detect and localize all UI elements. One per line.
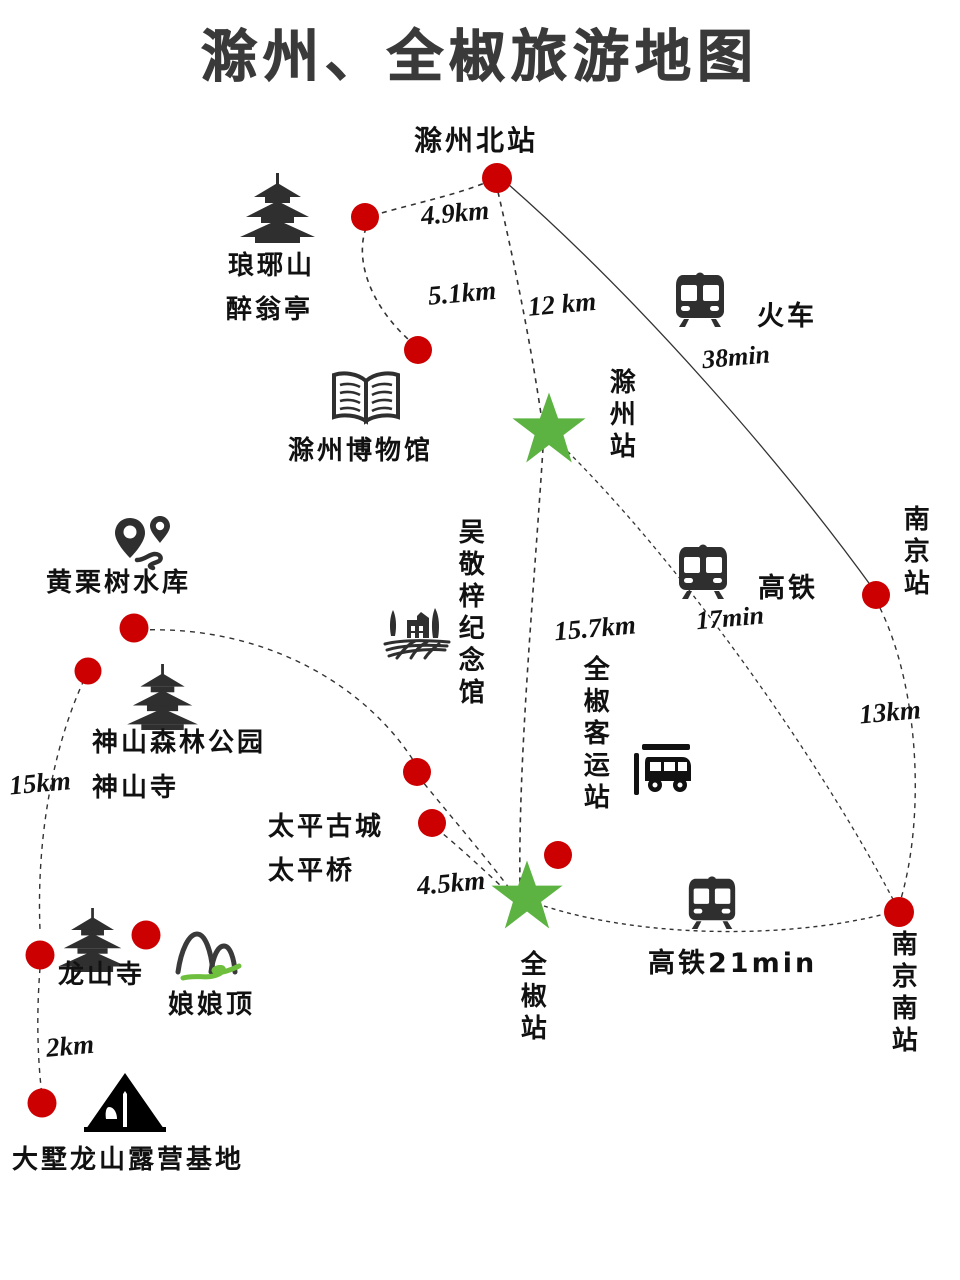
label-longshan-temple: 龙山寺 — [58, 960, 146, 990]
label-chuzhou-north-station: 滁州北站 — [414, 124, 539, 157]
label-camping-base: 大墅龙山露营基地 — [12, 1145, 245, 1175]
transport-time-hsr: 17min — [694, 600, 766, 636]
green-star-marker-quanjiao[interactable] — [490, 859, 564, 936]
green-star-icon — [491, 860, 563, 929]
label-shenshan-forest-park: 神山森林公园 — [92, 728, 267, 758]
taiping-dot-b[interactable] — [418, 809, 446, 837]
label-niangniangding: 娘娘顶 — [168, 990, 256, 1020]
label-wujingzi-memorial: 吴敬梓纪念馆 — [454, 518, 485, 710]
distance-label-2km: 2km — [44, 1028, 96, 1063]
transport-time-train: 38min — [700, 339, 772, 375]
train-front-icon-train — [671, 269, 729, 327]
reservoir-dot-a[interactable] — [119, 613, 149, 643]
book-icon-museum — [329, 369, 403, 427]
distance-label-4-9km: 4.9km — [419, 194, 491, 231]
camping-dot[interactable] — [27, 1088, 57, 1118]
route-nanjing-nanjingsouth — [879, 607, 916, 903]
distance-label-12km: 12 km — [526, 285, 598, 322]
distance-label-5-1km: 5.1km — [426, 274, 498, 311]
transport-label-train: 火车 — [757, 301, 817, 332]
route-longshan-camping — [37, 967, 43, 1097]
route-langya-zuiweng — [361, 227, 417, 347]
quanjiao-bus-dot[interactable] — [544, 841, 572, 869]
route-chuzhou-quanjiao — [519, 447, 544, 887]
green-star-marker-chuzhou[interactable] — [511, 391, 587, 470]
bus-stop-icon-quanjiao — [632, 741, 698, 797]
transport-label-hsr: 高铁 — [758, 573, 818, 604]
page-title: 滁州、全椒旅游地图 — [201, 25, 759, 91]
pagoda-icon-longshan — [57, 908, 129, 972]
distance-label-13km: 13km — [858, 694, 922, 730]
distance-label-15km: 15km — [8, 765, 72, 801]
countryside-village-icon-wujingzi — [381, 606, 453, 662]
label-taiping-bridge: 太平桥 — [268, 856, 356, 886]
label-zuiweng-pavilion: 醉翁亭 — [226, 295, 314, 325]
nanjing-south-dot[interactable] — [884, 897, 914, 927]
route-chuzhounorth-langya — [367, 179, 493, 218]
label-nanjing-station: 南京站 — [899, 505, 930, 601]
langya-dot[interactable] — [351, 203, 379, 231]
green-star-icon — [512, 392, 586, 463]
label-quanjiao-station: 全椒站 — [516, 950, 547, 1046]
label-chuzhou-museum: 滁州博物馆 — [288, 436, 434, 466]
train-front-icon-hsr-bottom — [684, 873, 740, 929]
route-taiping-arc-down — [417, 775, 513, 893]
nanjing-dot[interactable] — [862, 581, 890, 609]
label-chuzhou-station: 滁州站 — [605, 368, 636, 464]
label-langya-mountain: 琅琊山 — [228, 251, 316, 281]
label-taiping-ancient-city: 太平古城 — [268, 812, 385, 842]
train-front-icon-hsr — [674, 541, 732, 599]
route-chuzhounorth-nanjing-train — [507, 183, 875, 591]
reservoir-dot-b[interactable] — [74, 657, 102, 685]
route-chuzhounorth-chuzhou — [497, 191, 544, 429]
chuzhou-north-dot[interactable] — [482, 163, 512, 193]
label-shenshan-temple: 神山寺 — [92, 773, 180, 803]
zuiweng-dot[interactable] — [404, 336, 432, 364]
longshan-dot-b[interactable] — [25, 940, 55, 970]
longshan-dot-a[interactable] — [131, 920, 161, 950]
pagoda-icon-forest-park — [126, 664, 200, 730]
mountain-trail-icon-niangniangding — [173, 924, 243, 986]
route-chuzhou-nanjingsouth-hsr — [555, 439, 897, 906]
label-nanjing-south-station: 南京南站 — [887, 930, 918, 1058]
transport-label-hsr-21min: 高铁21min — [648, 948, 818, 979]
camping-tent-icon — [82, 1071, 168, 1135]
route-reservoir-left-15km — [38, 679, 85, 931]
label-huanglishu-reservoir: 黄栗树水库 — [46, 568, 192, 598]
pagoda-icon-langya — [239, 173, 317, 243]
label-quanjiao-bus-station: 全椒客运站 — [579, 655, 610, 815]
map-pins-route-icon-reservoir — [113, 516, 175, 572]
distance-label-4-5km: 4.5km — [415, 864, 487, 901]
taiping-dot-a[interactable] — [403, 758, 431, 786]
